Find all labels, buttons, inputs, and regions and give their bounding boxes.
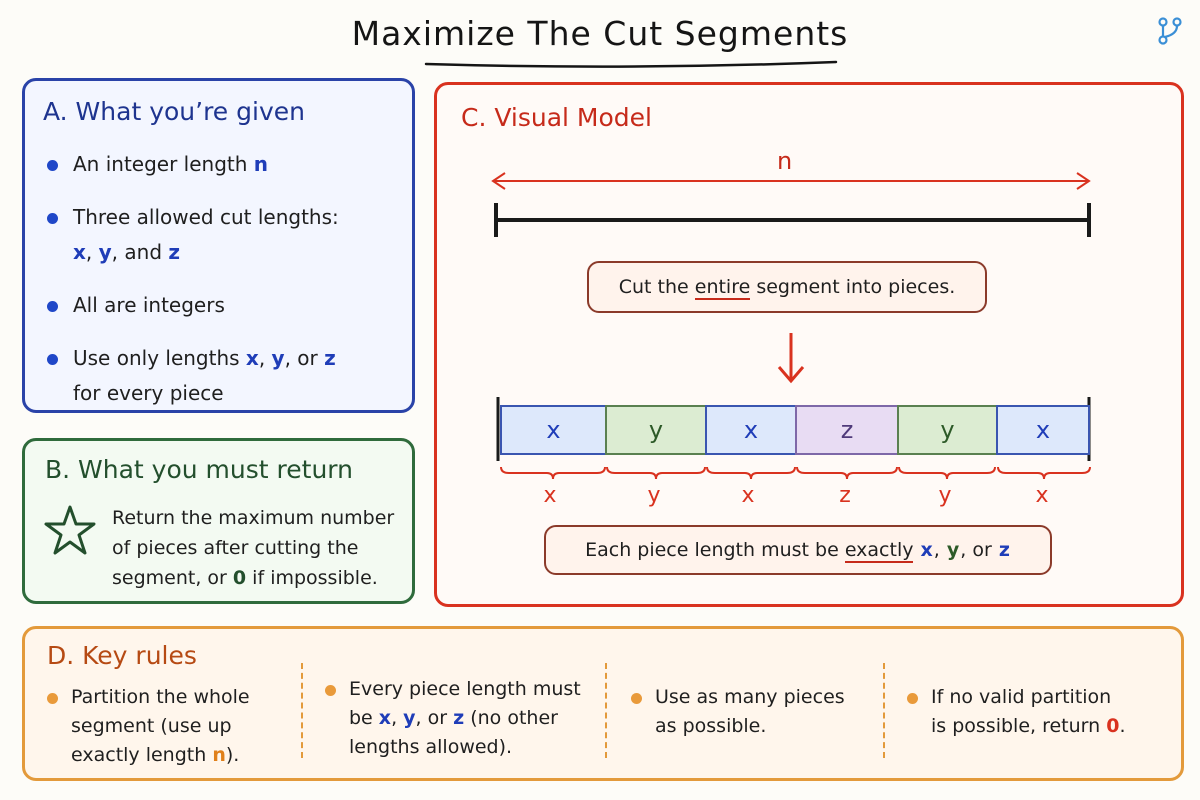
rule-divider	[301, 663, 303, 758]
rule-divider	[605, 663, 607, 758]
cut-instruction-box: Cut the entire segment into pieces.	[587, 261, 987, 313]
star-icon	[44, 505, 96, 555]
zero-value: 0	[232, 567, 247, 589]
piece-brace	[706, 466, 796, 480]
rule-many-pieces: Use as many pieces as possible.	[631, 683, 845, 741]
full-segment-line	[494, 203, 1091, 237]
given-item-length: An integer length n	[47, 147, 392, 182]
visual-model-panel: C. Visual Model n Cut the entire segment…	[434, 82, 1184, 607]
branch-icon	[1158, 17, 1182, 45]
given-heading: A. What you’re given	[43, 97, 305, 126]
exactly-emphasis: exactly	[844, 539, 914, 563]
piece-z: z	[795, 405, 899, 455]
exact-length-box: Each piece length must be exactly x, y, …	[544, 525, 1052, 575]
visual-model-heading: C. Visual Model	[461, 103, 652, 132]
piece-brace	[796, 466, 898, 480]
piece-braces	[500, 466, 1091, 480]
n-double-arrow	[491, 172, 1091, 190]
return-panel: B. What you must return Return the maxim…	[22, 438, 415, 604]
brace-label: y	[647, 483, 661, 508]
down-arrow-icon	[777, 333, 805, 384]
brace-label: y	[938, 483, 952, 508]
piece-brace	[997, 466, 1091, 480]
return-heading: B. What you must return	[45, 455, 353, 484]
piece-y: y	[605, 405, 707, 455]
piece-brace	[500, 466, 606, 480]
cut-pieces-row: x y x z y x	[500, 405, 1092, 455]
var-n: n	[253, 152, 269, 176]
var-x: x	[73, 240, 86, 264]
piece-x: x	[996, 405, 1090, 455]
var-y: y	[98, 240, 112, 264]
piece-brace	[898, 466, 996, 480]
brace-label: z	[839, 483, 851, 508]
rule-piece-length: Every piece length must be x, y, or z (n…	[325, 675, 581, 762]
n-label: n	[777, 147, 793, 175]
rule-no-partition: If no valid partition is possible, retur…	[907, 683, 1126, 741]
title-underline	[424, 60, 838, 68]
brace-label: x	[543, 483, 557, 508]
entire-emphasis: entire	[694, 276, 751, 300]
given-item-integers: All are integers	[47, 288, 392, 323]
rule-partition: Partition the whole segment (use up exac…	[47, 683, 250, 770]
rule-divider	[883, 663, 885, 758]
key-rules-heading: D. Key rules	[47, 641, 197, 670]
page-title: Maximize The Cut Segments	[351, 14, 849, 53]
given-item-use-only: Use only lengths x, y, or z for every pi…	[47, 341, 392, 411]
piece-x: x	[500, 405, 607, 455]
var-z: z	[168, 240, 181, 264]
brace-label: x	[1035, 483, 1049, 508]
piece-y: y	[897, 405, 998, 455]
piece-brace	[606, 466, 706, 480]
visual-model-drawing	[491, 172, 1091, 480]
key-rules-panel: D. Key rules Partition the whole segment…	[22, 626, 1184, 781]
given-list: An integer length n Three allowed cut le…	[47, 147, 392, 429]
return-description: Return the maximum number of pieces afte…	[112, 507, 395, 589]
piece-x: x	[705, 405, 797, 455]
given-item-cut-lengths: Three allowed cut lengths: x, y, and z	[47, 200, 392, 270]
given-panel: A. What you’re given An integer length n…	[22, 78, 415, 413]
brace-label: x	[741, 483, 755, 508]
